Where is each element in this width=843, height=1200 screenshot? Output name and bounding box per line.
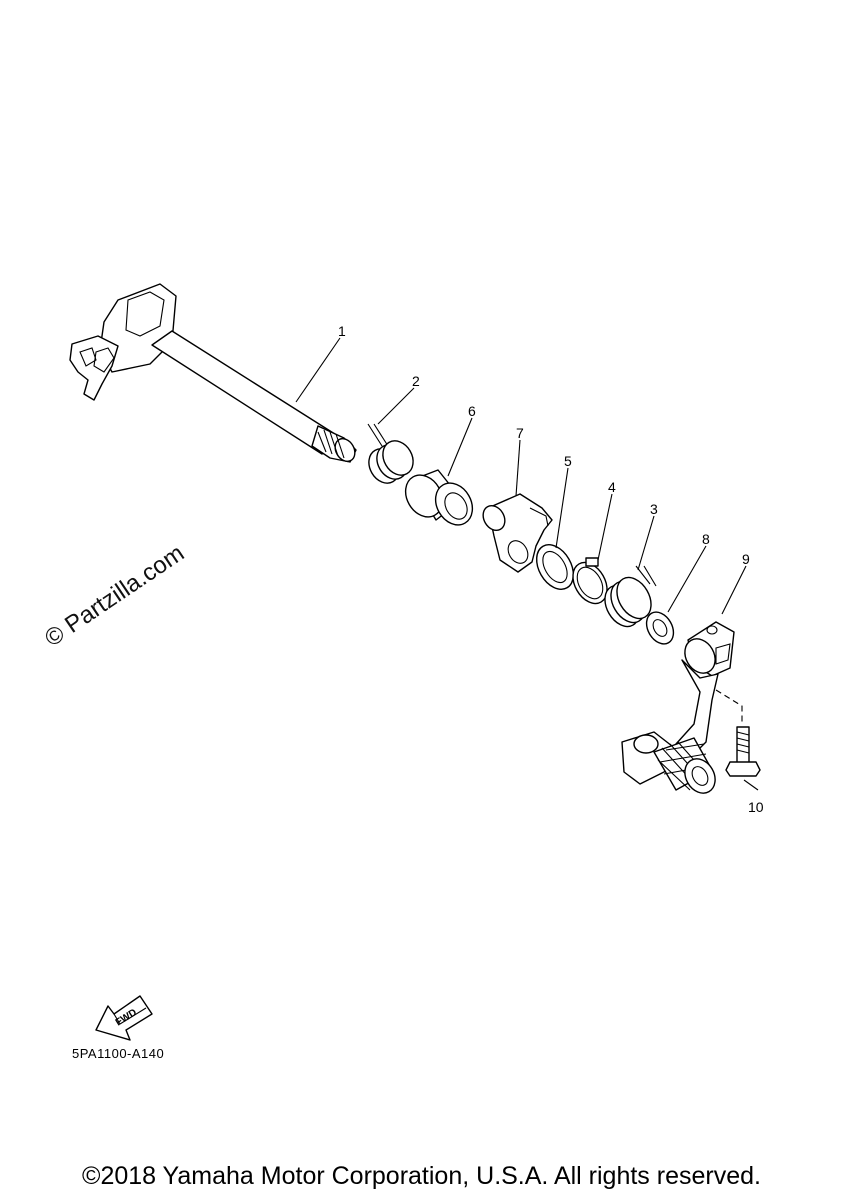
part-10-bolt [715, 689, 761, 777]
part-5-washer [535, 544, 575, 590]
callout-9: 9 [742, 551, 750, 567]
callout-7: 7 [516, 425, 524, 441]
part-9-shift-pedal [621, 621, 735, 794]
callout-1: 1 [338, 323, 346, 339]
callout-8: 8 [702, 531, 710, 547]
part-7-stopper-lever [482, 493, 553, 573]
leader-lines [295, 337, 759, 791]
callout-6: 6 [468, 403, 476, 419]
diagram-code: 5PA1100-A140 [72, 1046, 165, 1061]
part-4-circlip [572, 557, 608, 605]
callout-2: 2 [412, 373, 420, 389]
callout-3: 3 [650, 501, 658, 517]
callout-4: 4 [608, 479, 616, 495]
part-8-washer [645, 611, 675, 645]
part-3-spring [604, 565, 657, 628]
callout-10: 10 [748, 799, 764, 815]
copyright-notice: ©2018 Yamaha Motor Corporation, U.S.A. A… [82, 1162, 761, 1190]
fwd-arrow-icon: FWD [95, 995, 153, 1041]
callout-5: 5 [564, 453, 572, 469]
part-1-shift-shaft [69, 283, 357, 463]
part-6-collar [404, 469, 474, 526]
part-2-spring [367, 423, 414, 484]
